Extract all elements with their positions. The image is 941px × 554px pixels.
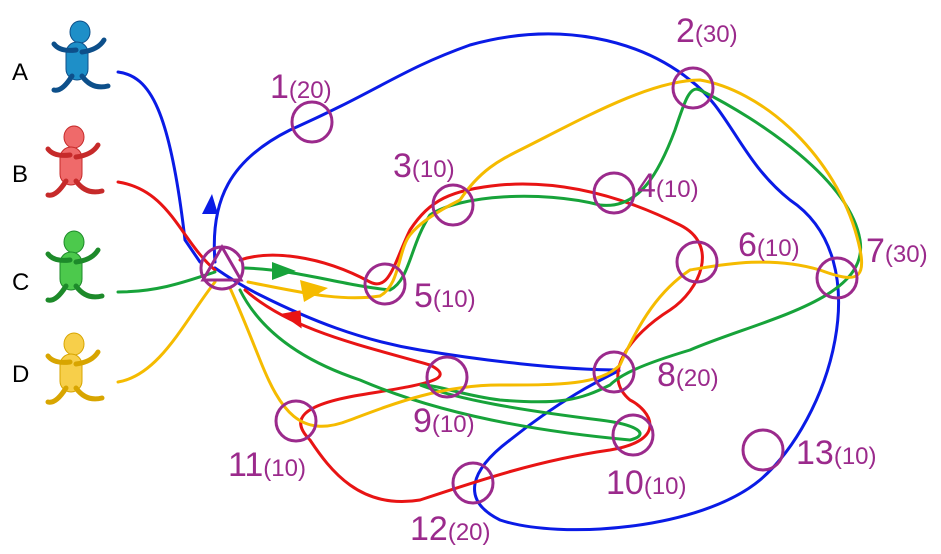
node-4	[592, 171, 636, 215]
node-3	[431, 183, 475, 227]
route-b-from-player	[116, 180, 217, 272]
node-12	[451, 461, 495, 505]
node-4-label: 4(10)	[637, 167, 699, 205]
player-a-label: A	[12, 59, 28, 86]
route-a	[212, 32, 840, 532]
routes-layer	[116, 32, 864, 532]
players: A B C D	[12, 21, 108, 402]
player-d-label: D	[12, 361, 29, 388]
node-10-label: 10(10)	[606, 464, 687, 502]
player-c-label: C	[12, 269, 29, 296]
arrow-b-icon	[280, 310, 302, 329]
start-node	[199, 243, 245, 291]
arrow-a-icon	[202, 194, 218, 214]
node-10	[611, 413, 655, 457]
node-5-label: 5(10)	[414, 277, 476, 315]
node-2	[671, 66, 715, 110]
node-8-label: 8(20)	[657, 356, 719, 394]
node-1	[290, 100, 334, 144]
start-triangle-icon	[200, 243, 244, 282]
node-13-label: 13(10)	[796, 434, 877, 472]
route-c-from-player	[116, 270, 217, 294]
route-c	[238, 87, 863, 442]
node-1-label: 1(20)	[270, 68, 332, 106]
runner-b-icon	[48, 126, 102, 195]
node-3-label: 3(10)	[393, 147, 455, 185]
node-9-label: 9(10)	[413, 402, 475, 440]
node-labels: 1(20) 2(30) 3(10) 4(10) 5(10) 6(10) 7(30…	[228, 12, 928, 548]
node-13	[741, 428, 785, 472]
node-7	[815, 256, 859, 300]
node-12-label: 12(20)	[410, 510, 491, 548]
runner-c-icon	[48, 231, 102, 300]
node-5	[363, 262, 407, 306]
node-6-label: 6(10)	[738, 226, 800, 264]
route-d-from-player	[116, 280, 217, 384]
node-11-label: 11(10)	[228, 446, 306, 484]
arrow-d-icon	[300, 280, 328, 302]
direction-arrows	[202, 194, 328, 329]
node-6	[675, 240, 719, 284]
route-a-from-player	[116, 70, 202, 264]
runner-d-icon	[48, 333, 102, 402]
player-b-label: B	[12, 161, 28, 188]
nodes-layer	[274, 66, 859, 505]
runner-a-icon	[54, 21, 108, 90]
node-8	[592, 350, 636, 394]
node-9	[425, 355, 469, 399]
node-7-label: 7(30)	[866, 232, 928, 270]
node-11	[274, 399, 318, 443]
node-2-label: 2(30)	[676, 12, 738, 50]
start-node-circle	[199, 245, 245, 291]
route-b	[238, 182, 704, 503]
arrow-c-icon	[272, 262, 296, 280]
